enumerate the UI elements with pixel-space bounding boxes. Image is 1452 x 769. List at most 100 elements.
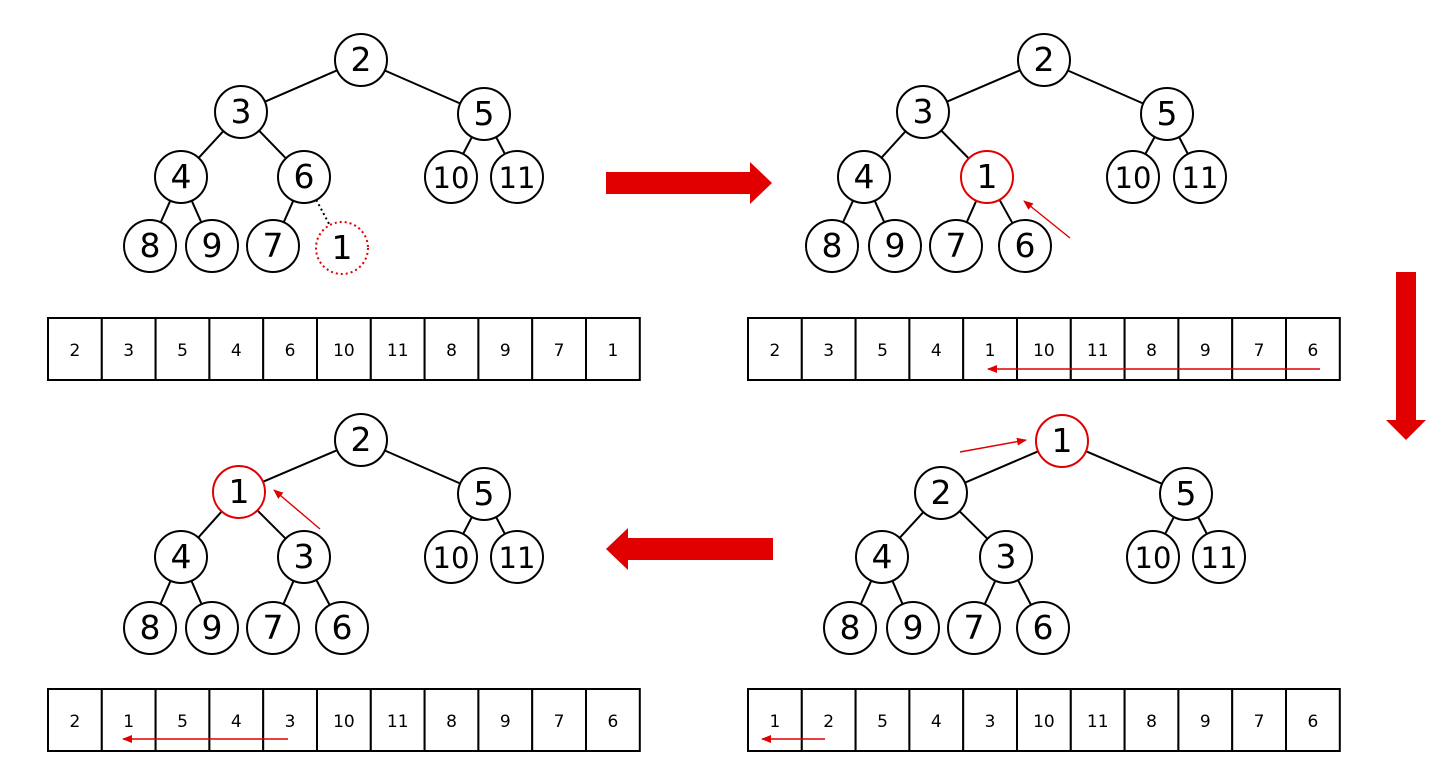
tree-node-label: 4 — [854, 157, 875, 196]
tree-edge-b-e — [256, 509, 287, 540]
tree-node-circle — [914, 466, 968, 520]
tree-node-circle — [837, 150, 891, 204]
tree-node-label: 5 — [1157, 94, 1178, 133]
array-cell — [369, 317, 426, 381]
tree-node-label: 11 — [1201, 541, 1238, 575]
array-cell-value: 4 — [231, 341, 242, 361]
tree-node-label: 3 — [996, 537, 1017, 576]
array-cell-value: 11 — [1087, 712, 1109, 732]
tree-node: 10 — [1106, 150, 1160, 204]
array-cell-value: 1 — [769, 712, 780, 732]
array-cell-value: 1 — [985, 341, 996, 361]
tree-node-label: 1 — [229, 472, 250, 511]
tree-node-label: 5 — [1176, 474, 1197, 513]
tree-node: 7 — [947, 601, 1001, 655]
tree-node-label: 2 — [1034, 40, 1055, 79]
tree-node: 4 — [154, 530, 208, 584]
array-cell-value: 8 — [1146, 712, 1157, 732]
array-cell — [1285, 688, 1341, 752]
array-cell-value: 7 — [1254, 712, 1265, 732]
array-cell — [1016, 688, 1072, 752]
tree-node: 8 — [123, 219, 177, 273]
tree-node-label: 11 — [499, 541, 536, 575]
tree-node-label: 7 — [964, 608, 985, 647]
array-cell — [585, 317, 641, 381]
array-cell — [262, 688, 319, 752]
tree-edge-a-b — [264, 69, 338, 103]
array-cell-value: 8 — [1146, 341, 1157, 361]
step-arrow-left — [606, 528, 773, 570]
array-cell — [262, 317, 319, 381]
tree-node: 5 — [1159, 467, 1213, 521]
array-cell-value: 8 — [446, 712, 457, 732]
array-cell — [585, 688, 641, 752]
tree-node-circle — [185, 219, 239, 273]
tree-edge-b-d — [197, 510, 223, 539]
tree-node: 8 — [805, 219, 859, 273]
array-cell-value: 2 — [769, 341, 780, 361]
tree-edge-c-f — [1164, 516, 1175, 535]
tree-node-circle — [1173, 150, 1227, 204]
tree-node-label: 1 — [1052, 421, 1073, 460]
swap-arrow-tree-4 — [959, 437, 1027, 453]
tree-edge-d-h — [859, 580, 873, 605]
tree-node-circle — [868, 219, 922, 273]
tree-edge-e-k — [315, 199, 331, 226]
array-cell-value: 4 — [931, 341, 942, 361]
tree-node-label: 8 — [822, 226, 843, 265]
tree-node: 8 — [123, 601, 177, 655]
tree-node-label: 3 — [913, 92, 934, 131]
tree-node-circle — [1192, 530, 1246, 584]
tree-node: 11 — [490, 150, 544, 204]
array-cell — [854, 317, 911, 381]
tree-node-label: 3 — [231, 92, 252, 131]
array-cell — [908, 317, 965, 381]
tree-edge-e-j — [983, 580, 997, 605]
tree-edge-b-d — [197, 130, 225, 159]
array-cell — [154, 688, 211, 752]
array-cell — [747, 317, 803, 381]
tree-edge-a-c — [384, 449, 461, 485]
tree-edge-e-j — [965, 200, 978, 223]
array-cell-value: 10 — [1033, 712, 1055, 732]
tree-node-label: 5 — [474, 94, 495, 133]
tree-edge-d-i — [873, 200, 886, 223]
array-cell-value: 6 — [285, 341, 296, 361]
tree-edge-d-i — [190, 200, 203, 223]
tree-node-circle — [185, 601, 239, 655]
array-cell — [208, 688, 265, 752]
swap-arrow-tree-2 — [1023, 200, 1071, 239]
tree-node: 3 — [979, 530, 1033, 584]
tree-edge-b-e — [958, 510, 989, 540]
array-cell — [747, 688, 803, 752]
tree-node: 11 — [1173, 150, 1227, 204]
array-cell — [1231, 688, 1287, 752]
tree-edge-a-b — [946, 69, 1021, 103]
tree-edge-a-c — [384, 69, 461, 105]
tree-node: 2 — [1017, 33, 1071, 87]
array-cell-value: 2 — [823, 712, 834, 732]
swap-arrow-tree-3 — [273, 489, 321, 530]
tree-node-label: 11 — [499, 161, 536, 195]
tree-node-circle — [246, 601, 300, 655]
array-cell-value: 3 — [123, 341, 134, 361]
array-cell — [531, 688, 588, 752]
array-cell-value: 6 — [1307, 712, 1318, 732]
tree-node: 6 — [315, 601, 369, 655]
tree-edge-b-e — [258, 130, 287, 159]
tree-node-label: 6 — [332, 608, 353, 647]
tree-node-circle — [947, 601, 1001, 655]
array-cell-value: 8 — [446, 341, 457, 361]
tree-edge-b-e — [940, 129, 970, 160]
array-cell — [531, 317, 588, 381]
array-cell — [962, 688, 1019, 752]
tree-node-circle — [457, 467, 511, 521]
array-cell-value: 9 — [500, 712, 511, 732]
tree-node: 2 — [914, 466, 968, 520]
array-cell — [316, 688, 372, 752]
tree-node-label: 10 — [1115, 161, 1152, 195]
tree-node: 7 — [929, 219, 983, 273]
